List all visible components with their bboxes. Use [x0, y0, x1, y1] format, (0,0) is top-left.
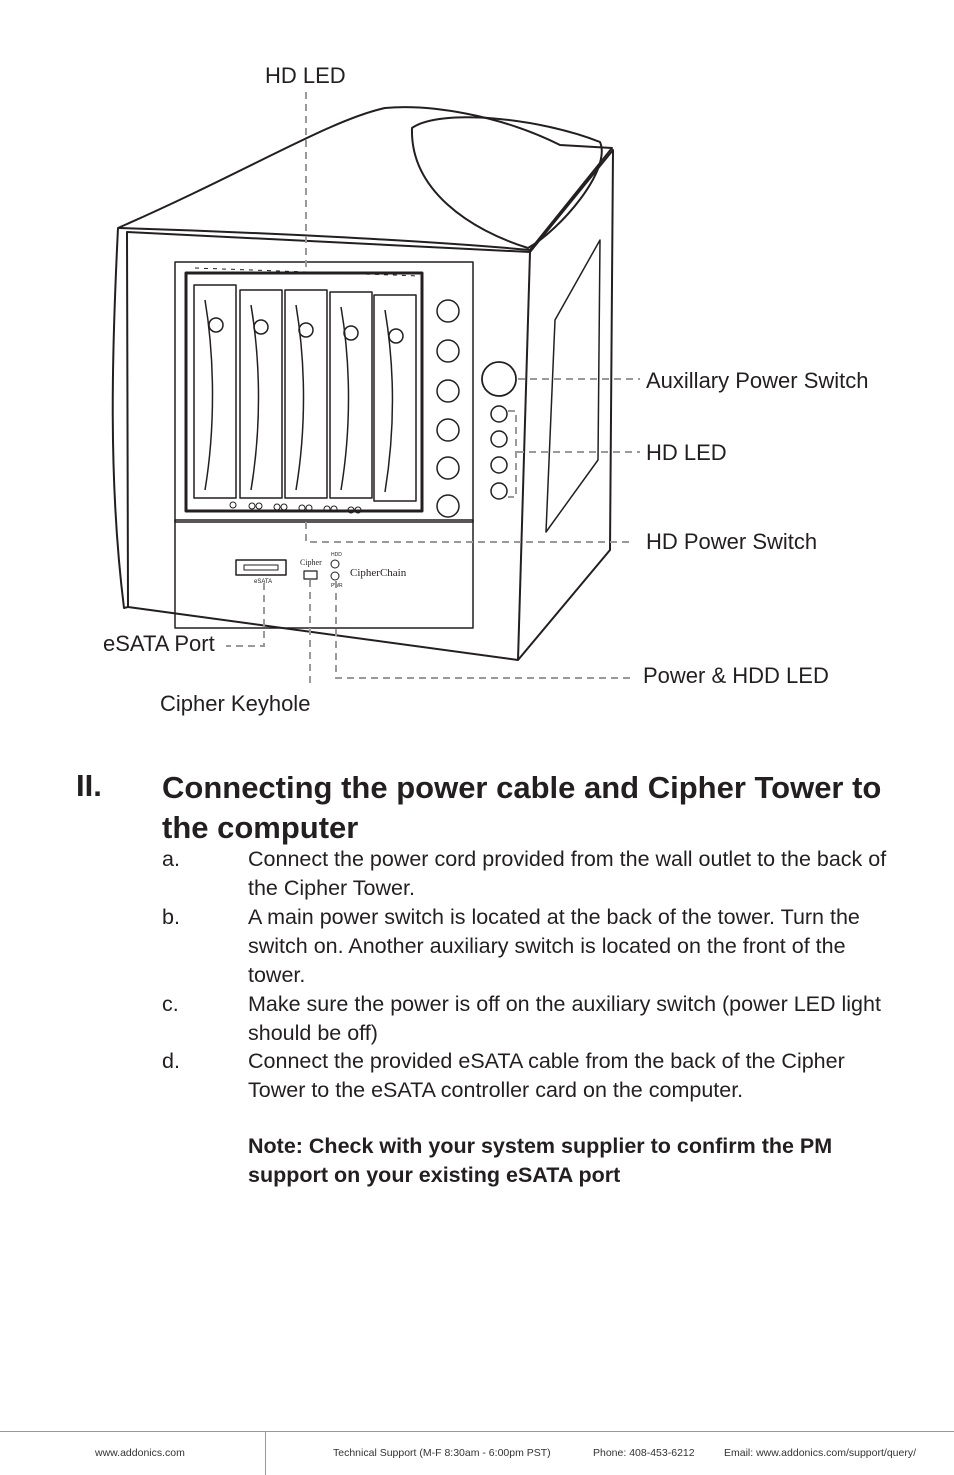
- tower-side-face: [517, 149, 614, 661]
- marking-esata: eSATA: [254, 579, 272, 585]
- callout-hd-power-switch: HD Power Switch: [646, 529, 818, 554]
- step-letter: a.: [162, 847, 180, 871]
- auxillary-power-switch-knob: [481, 361, 517, 397]
- step-text: A main power switch is located at the ba…: [248, 905, 860, 987]
- drive-trays: [193, 284, 417, 502]
- side-window: [545, 239, 601, 533]
- pwr-led-shape: [330, 571, 340, 581]
- drive-bay-inner: [184, 271, 424, 513]
- hd-led-column: [490, 405, 508, 500]
- marking-cipher: Cipher: [300, 558, 322, 567]
- section-title: Connecting the power cable and Cipher To…: [162, 770, 882, 845]
- tower-left-edge: [111, 227, 129, 609]
- esata-port-shape: [235, 559, 287, 576]
- callout-auxillary-power-switch: Auxillary Power Switch: [646, 368, 869, 393]
- callout-hd-led-top: HD LED: [265, 63, 346, 88]
- tray-leds: [229, 501, 362, 514]
- footer-rule: [0, 1431, 954, 1432]
- footer-divider: [265, 1431, 266, 1475]
- step-text: Connect the power cord provided from the…: [248, 847, 887, 900]
- leader-lines: [226, 92, 640, 686]
- drive-bay-frame: [174, 261, 474, 523]
- hd-power-switches: [436, 299, 460, 518]
- footer-email: Email: www.addonics.com/support/query/: [724, 1447, 916, 1459]
- tower-top-oval: [410, 116, 603, 249]
- lower-panel: [174, 519, 474, 629]
- marking-brand: CipherChain: [350, 567, 407, 579]
- step-letter: d.: [162, 1049, 180, 1073]
- hdd-led-shape: [330, 559, 340, 569]
- step-text: Make sure the power is off on the auxili…: [248, 992, 881, 1045]
- step-letter: b.: [162, 905, 180, 929]
- marking-pwr: PWR: [331, 583, 343, 589]
- section-number: II.: [76, 768, 102, 803]
- callout-power-hdd-led: Power & HDD LED: [643, 663, 829, 688]
- note: Note: Check with your system supplier to…: [248, 1134, 833, 1187]
- footer-website: www.addonics.com: [95, 1447, 185, 1459]
- footer-support: Technical Support (M-F 8:30am - 6:00pm P…: [333, 1447, 551, 1459]
- callout-hd-led-right: HD LED: [646, 440, 727, 465]
- marking-hdd: HDD: [331, 552, 342, 558]
- cipher-tower-illustration: eSATA Cipher CipherChain HDD PWR: [111, 92, 640, 686]
- cipher-keyhole-shape: [303, 570, 318, 580]
- callout-esata-port: eSATA Port: [103, 631, 215, 656]
- callout-cipher-keyhole: Cipher Keyhole: [160, 691, 311, 716]
- tower-top-outline: [117, 106, 613, 251]
- step-letter: c.: [162, 992, 179, 1016]
- step-text: Connect the provided eSATA cable from th…: [248, 1049, 845, 1102]
- footer-phone: Phone: 408-453-6212: [593, 1447, 695, 1459]
